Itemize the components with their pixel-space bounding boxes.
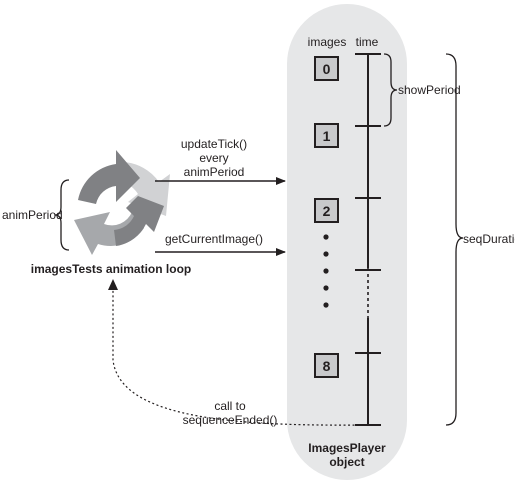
image-frame: 0: [314, 56, 339, 81]
ellipsis-dots: [323, 234, 329, 308]
sequence-ended-arrowhead-icon: [108, 279, 118, 290]
animation-loop-caption: imagesTests animation loop: [31, 262, 191, 276]
update-tick-label-every: every: [199, 151, 228, 165]
image-frame-number: 2: [323, 203, 331, 219]
image-frame: 2: [314, 198, 339, 223]
sequence-ended-label: sequenceEnded(): [183, 413, 278, 427]
seq-duration-label: seqDuration: [463, 232, 515, 246]
image-frame: 8: [314, 353, 339, 378]
call-to-label: call to: [214, 399, 246, 413]
image-frame-number: 0: [323, 61, 331, 77]
anim-period-label: animPeriod: [2, 208, 63, 222]
show-period-brace-icon: [383, 53, 398, 127]
images-player-subtitle: object: [329, 455, 364, 469]
images-player-object: [287, 4, 407, 480]
time-column-header: time: [356, 35, 379, 49]
timeline: [355, 53, 381, 426]
sequence-ended-callback-arrow-icon: [112, 287, 369, 426]
update-tick-label: updateTick(): [181, 137, 247, 151]
image-frame-number: 8: [323, 358, 331, 374]
images-column-header: images: [308, 35, 347, 49]
image-frame-number: 1: [323, 128, 331, 144]
anim-period-brace-icon: [54, 179, 70, 251]
image-frame: 1: [314, 123, 339, 148]
cycle-arrows-icon: [74, 150, 170, 255]
get-current-image-label: getCurrentImage(): [165, 232, 263, 246]
show-period-label: showPeriod: [398, 83, 461, 97]
update-tick-label-period: animPeriod: [184, 165, 245, 179]
images-player-title: ImagesPlayer: [308, 441, 386, 455]
seq-duration-brace-icon: [445, 53, 464, 426]
